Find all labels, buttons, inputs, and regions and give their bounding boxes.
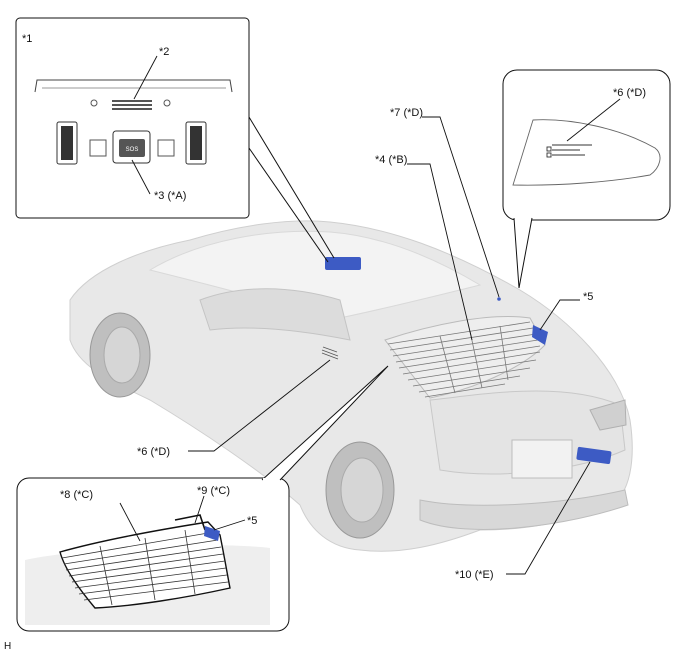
- roof-module-highlight: [325, 257, 361, 270]
- glass-antenna-dot: [497, 297, 501, 301]
- label-6-top: *6 (*D): [613, 87, 646, 99]
- label-5-main: *5: [583, 291, 593, 303]
- side-window: [199, 288, 351, 341]
- label-8: *8 (*C): [60, 489, 93, 501]
- license-plate: [511, 439, 573, 479]
- rear-wheel: [325, 441, 395, 539]
- sos-button: [119, 139, 145, 157]
- window-connector-highlight: [532, 325, 548, 345]
- label-3: *3 (*A): [154, 190, 186, 202]
- label-2: *2: [159, 46, 169, 58]
- figure-code: H: [4, 641, 12, 652]
- car-trunk: [429, 390, 626, 475]
- inset-overhead-console: SOS: [15, 17, 250, 219]
- label-10: *10 (*E): [455, 569, 494, 581]
- quarter-antenna-lines: [546, 144, 592, 158]
- quarter-antenna: [321, 346, 339, 360]
- microphone-grille: [112, 100, 152, 110]
- inset-quarter-window: [502, 69, 671, 289]
- label-inset-1: *1: [22, 33, 32, 45]
- labels: *1 *2 *3 (*A) *6 (*D) *7 (*D) *4 (*B) *5…: [22, 33, 646, 581]
- tail-lamp: [589, 399, 627, 431]
- rear-bumper: [419, 489, 629, 530]
- label-5-inset: *5: [247, 515, 257, 527]
- rear-defogger-grid: [387, 321, 541, 398]
- label-4: *4 (*B): [375, 154, 407, 166]
- inset-defogger-grid: [61, 529, 229, 606]
- inset-rear-window: [16, 365, 389, 632]
- sos-text: SOS: [126, 147, 139, 153]
- label-7: *7 (*D): [390, 107, 423, 119]
- label-6-side: *6 (*D): [137, 446, 170, 458]
- label-9: *9 (*C): [197, 485, 230, 497]
- front-wheel: [89, 312, 151, 398]
- leader-lines: [188, 116, 591, 575]
- quarter-glass-outline: [512, 119, 661, 186]
- rear-module-highlight: [576, 446, 612, 465]
- car-illustration: [69, 220, 633, 552]
